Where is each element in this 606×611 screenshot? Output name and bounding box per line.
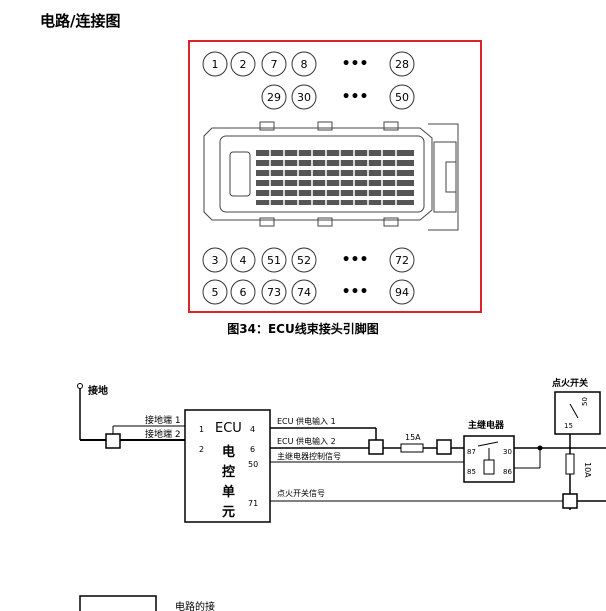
relay-pin-label: 30	[503, 448, 512, 456]
pin-row-3: 3 4 51 52 ••• 72	[202, 247, 415, 273]
connector-pin-grid	[256, 150, 414, 205]
ignition-terminal-label: 15	[564, 422, 573, 430]
ecu-name-char: 单	[222, 484, 235, 500]
power-splice	[368, 439, 384, 455]
relay-pin-label: 86	[503, 468, 512, 476]
legend-partial-text: 电路的接	[175, 600, 215, 611]
pin-label: 8	[301, 58, 308, 71]
pin-row-4: 5 6 73 74 ••• 94	[202, 279, 415, 305]
pin-label: 4	[240, 254, 247, 267]
connector-pinout-svg: 1 2 7 8 ••• 28 29 30 ••• 50	[202, 51, 459, 305]
pin-ellipsis: •••	[342, 56, 369, 72]
legend-symbol	[79, 595, 157, 611]
ecu-box	[184, 409, 271, 523]
ignition-switch-box	[554, 391, 601, 435]
ecu-pin-label: 71	[248, 499, 258, 508]
pin-label: 50	[395, 91, 409, 104]
relay-coil	[477, 441, 499, 475]
pin-label: 5	[212, 286, 219, 299]
pin-label: 30	[297, 91, 311, 104]
pin-label: 52	[297, 254, 311, 267]
pin-ellipsis: •••	[342, 89, 369, 105]
ground-end-2-label: 接地端 2	[145, 428, 181, 440]
ground-symbol: 接地	[77, 383, 108, 440]
ecu-pin-label: 2	[199, 445, 204, 454]
ground-end-1-label: 接地端 1	[145, 414, 181, 426]
pin-ellipsis: •••	[342, 284, 369, 300]
connector-pin-grid-gaps	[269, 148, 397, 207]
fuse-15a-label: 15A	[405, 433, 421, 442]
ecu-pin-label: 6	[250, 445, 255, 454]
figure-caption: 图34：ECU线束接头引脚图	[227, 322, 379, 336]
pin-row-1: 1 2 7 8 ••• 28	[202, 51, 415, 77]
ecu-name-char: 控	[222, 464, 235, 480]
main-relay-title: 主继电器	[468, 419, 505, 431]
ecu-title: ECU	[215, 421, 242, 436]
pin-ellipsis: •••	[342, 252, 369, 268]
signal-label: ECU 供电输入 2	[277, 436, 336, 446]
relay-pin-label: 87	[467, 448, 476, 456]
pin-label: 73	[267, 286, 281, 299]
pin-label: 1	[212, 58, 219, 71]
pin-label: 7	[271, 58, 278, 71]
pin-label: 6	[240, 286, 247, 299]
relay-splice	[436, 439, 452, 455]
connector-pinout-panel: 1 2 7 8 ••• 28 29 30 ••• 50	[188, 40, 482, 313]
ignition-terminal-label: 50	[581, 397, 589, 406]
relay-pin-label: 85	[467, 468, 476, 476]
pin-label: 74	[297, 286, 311, 299]
signal-label: 点火开关信号	[277, 488, 325, 498]
ignition-splice	[562, 493, 578, 509]
connector-drawing	[203, 121, 459, 231]
ignition-switch-title: 点火开关	[552, 377, 588, 389]
page-heading: 电路/连接图	[40, 12, 121, 30]
pin-row-2: 29 30 ••• 50	[261, 84, 415, 110]
pin-label: 94	[395, 286, 409, 299]
signal-label: 主继电器控制信号	[277, 451, 341, 461]
fuse-10a	[565, 453, 575, 475]
signal-label: ECU 供电输入 1	[277, 416, 336, 426]
ecu-name-char: 电	[222, 444, 235, 460]
ecu-name-char: 元	[222, 505, 235, 520]
pin-label: 3	[212, 254, 219, 267]
ground-splice	[105, 433, 121, 449]
ecu-pin-label: 4	[250, 425, 255, 434]
pin-label: 72	[395, 254, 409, 267]
wiring-schematic: 接地 接地端 1 接地端 2 ECU 电 控 单 元 1 2 4 6 50 71…	[77, 377, 606, 611]
fuse-15a	[400, 443, 424, 453]
pin-label: 29	[267, 91, 281, 104]
pin-label: 2	[240, 58, 247, 71]
pin-label: 51	[267, 254, 281, 267]
pin-label: 28	[395, 58, 409, 71]
ecu-pin-label: 1	[199, 425, 204, 434]
ecu-pin-label: 50	[248, 460, 258, 469]
ground-label: 接地	[88, 384, 108, 397]
fuse-10a-label: 10A	[583, 462, 592, 478]
